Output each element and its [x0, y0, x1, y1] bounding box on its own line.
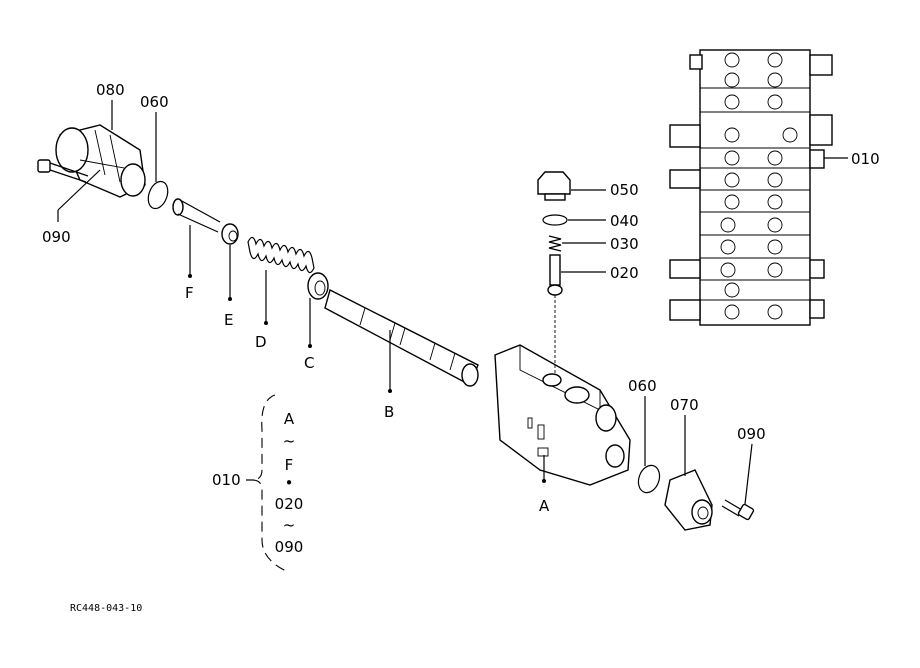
bolt-090-left	[37, 159, 89, 183]
drawing-code: RC448-043-10	[70, 603, 142, 614]
callout-090-left: 090	[42, 228, 71, 246]
callout-070: 070	[670, 396, 699, 414]
bracket-line-4: •	[285, 474, 294, 492]
bolt-090-right	[721, 499, 755, 521]
letter-C: C	[304, 354, 314, 372]
bracket-line-3: F	[285, 456, 294, 474]
o-ring-040	[542, 214, 568, 226]
poppet-020	[547, 254, 563, 296]
letter-B: B	[384, 403, 394, 421]
cover-070	[664, 469, 713, 531]
bracket-line-7: 090	[275, 538, 304, 556]
letter-F: F	[185, 284, 194, 302]
bracket-line-1: A	[284, 410, 295, 428]
seat-E	[221, 223, 239, 245]
spring-030	[548, 235, 562, 252]
o-ring-060-right	[637, 464, 661, 494]
collar-C	[307, 272, 329, 300]
plunger-F	[172, 198, 221, 233]
callout-090-right: 090	[737, 425, 766, 443]
valve-assembly-010	[669, 49, 833, 326]
callout-060-right: 060	[628, 377, 657, 395]
callout-060-left: 060	[140, 93, 169, 111]
letter-A: A	[539, 497, 550, 515]
callout-020: 020	[610, 264, 639, 282]
bracket-line-5: 020	[275, 495, 304, 513]
o-ring-060-left	[147, 180, 169, 210]
bracket-line-2: ~	[283, 432, 296, 450]
leader-lines	[57, 100, 848, 505]
callout-040: 040	[610, 212, 639, 230]
callout-080: 080	[96, 81, 125, 99]
spring-D	[247, 236, 315, 274]
callout-010-group: 010	[212, 471, 241, 489]
callout-030: 030	[610, 235, 639, 253]
letter-D: D	[255, 333, 267, 351]
bracket-line-6: ~	[283, 516, 296, 534]
callout-050: 050	[610, 181, 639, 199]
plug-050	[537, 171, 571, 201]
letter-E: E	[224, 311, 233, 329]
group-bracket	[246, 394, 289, 573]
callout-010-right: 010	[851, 150, 880, 168]
solenoid-080	[55, 124, 146, 198]
spool-B	[324, 288, 479, 387]
valve-body-A	[494, 344, 631, 486]
